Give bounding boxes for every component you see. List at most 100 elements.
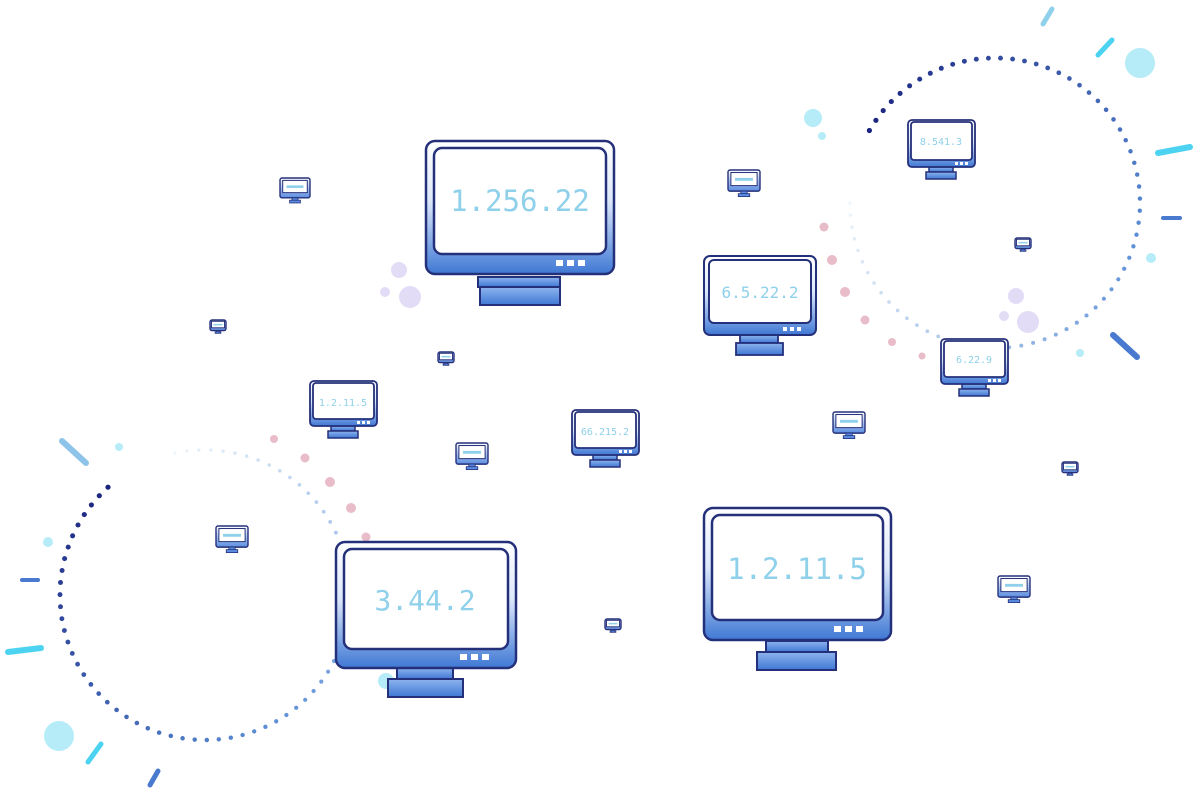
ring-dot — [173, 451, 177, 455]
ring-dot — [185, 449, 189, 453]
ring-dot — [256, 458, 260, 462]
ring-dot — [267, 463, 272, 467]
ring-dot — [104, 699, 110, 705]
ring-dot — [156, 730, 162, 735]
monitor-ip-label: 1.2.11.5 — [727, 552, 867, 586]
dotted-ring-right — [848, 55, 1143, 350]
bubble — [380, 287, 390, 297]
ring-dot — [88, 682, 94, 687]
bubble — [44, 721, 74, 751]
ring-dot — [321, 509, 326, 514]
monitor-ip-label: 66.215.2 — [581, 427, 629, 438]
mini-monitor-icon — [832, 411, 866, 440]
ring-dot — [961, 58, 967, 64]
ring-dot — [303, 697, 308, 702]
ring-dot — [1127, 255, 1132, 260]
dash — [1155, 144, 1193, 156]
trail-dot — [300, 453, 310, 463]
ring-dot — [311, 688, 316, 694]
ring-dot — [1064, 327, 1069, 332]
bubble — [999, 311, 1009, 321]
ring-dot — [925, 329, 930, 334]
mini-monitor-icon — [727, 169, 761, 198]
ring-dot — [209, 448, 213, 452]
monitor-large-2: 3.44.2 — [334, 540, 518, 698]
ring-dot — [985, 55, 991, 61]
ring-dot — [62, 556, 68, 562]
bubble — [1008, 288, 1024, 304]
ring-dot — [1101, 296, 1106, 301]
ring-dot — [1042, 337, 1047, 342]
ring-dot — [96, 691, 102, 696]
bubble — [115, 443, 123, 451]
ring-dot — [1117, 127, 1123, 132]
ring-dot — [856, 248, 860, 253]
ring-dot — [1033, 61, 1039, 67]
mini-monitor-icon — [1061, 461, 1079, 476]
ring-dot — [1019, 343, 1024, 348]
mini-monitor-icon — [1014, 237, 1032, 252]
monitor-small-4: 66.215.2 — [571, 409, 640, 468]
ring-dot — [233, 451, 237, 455]
trail-dot — [860, 315, 870, 325]
ring-dot — [59, 568, 65, 573]
dash — [147, 768, 161, 788]
ring-dot — [848, 201, 852, 205]
ring-dot — [915, 323, 919, 327]
mini-monitor-icon — [279, 177, 311, 204]
bubble — [1146, 253, 1156, 263]
mini-monitor-icon — [209, 319, 227, 334]
trail-dot — [346, 503, 356, 513]
ring-dot — [905, 316, 909, 321]
ring-dot — [168, 733, 174, 739]
ring-dot — [319, 679, 324, 684]
mini-monitor-icon — [604, 618, 622, 633]
bubble — [399, 286, 421, 308]
mini-monitor-icon — [455, 442, 489, 471]
mini-monitors — [209, 169, 1079, 633]
ring-dot — [81, 672, 87, 677]
ring-dot — [897, 90, 903, 96]
ring-dot — [288, 475, 292, 480]
ring-dot — [1103, 107, 1109, 113]
ring-dot — [297, 483, 302, 487]
ring-dot — [1122, 266, 1127, 271]
ring-dot — [938, 65, 944, 71]
ring-dot — [852, 237, 857, 241]
ring-dot — [240, 732, 245, 738]
ring-dot — [306, 491, 311, 496]
ring-dot — [124, 714, 129, 720]
ring-dot — [221, 449, 225, 453]
trail-dot — [270, 435, 278, 443]
mini-monitor-icon — [997, 575, 1031, 604]
dash — [1110, 332, 1140, 360]
ring-dot — [1132, 160, 1137, 166]
ring-dot — [216, 737, 222, 742]
ring-dot — [333, 530, 338, 535]
ring-dot — [204, 737, 210, 743]
ring-dot — [1137, 208, 1142, 213]
dash — [1040, 6, 1055, 27]
ring-dot — [57, 592, 63, 598]
dotted-ring-left — [57, 448, 352, 743]
monitor-small-3: 1.2.11.5 — [309, 380, 378, 439]
ring-dot — [950, 61, 956, 67]
mini-monitor-icon — [215, 525, 249, 554]
bubble — [391, 262, 407, 278]
ring-dot — [1123, 137, 1128, 143]
ring-dot — [1056, 70, 1062, 76]
ring-dot — [973, 56, 979, 62]
ring-dot — [1131, 244, 1136, 249]
ring-dot — [1093, 305, 1098, 310]
monitor-medium-1: 6.5.22.2 — [703, 255, 817, 356]
trail-dot — [918, 352, 926, 360]
ring-dot — [274, 719, 279, 724]
ring-dot — [1045, 65, 1051, 71]
dash — [5, 645, 44, 655]
decorations — [5, 6, 1193, 788]
ring-dot — [96, 493, 102, 499]
ring-dot — [895, 308, 900, 313]
ring-dot — [848, 213, 853, 217]
monitor-ip-label: 8.541.3 — [920, 137, 962, 148]
ring-dot — [1010, 56, 1016, 62]
